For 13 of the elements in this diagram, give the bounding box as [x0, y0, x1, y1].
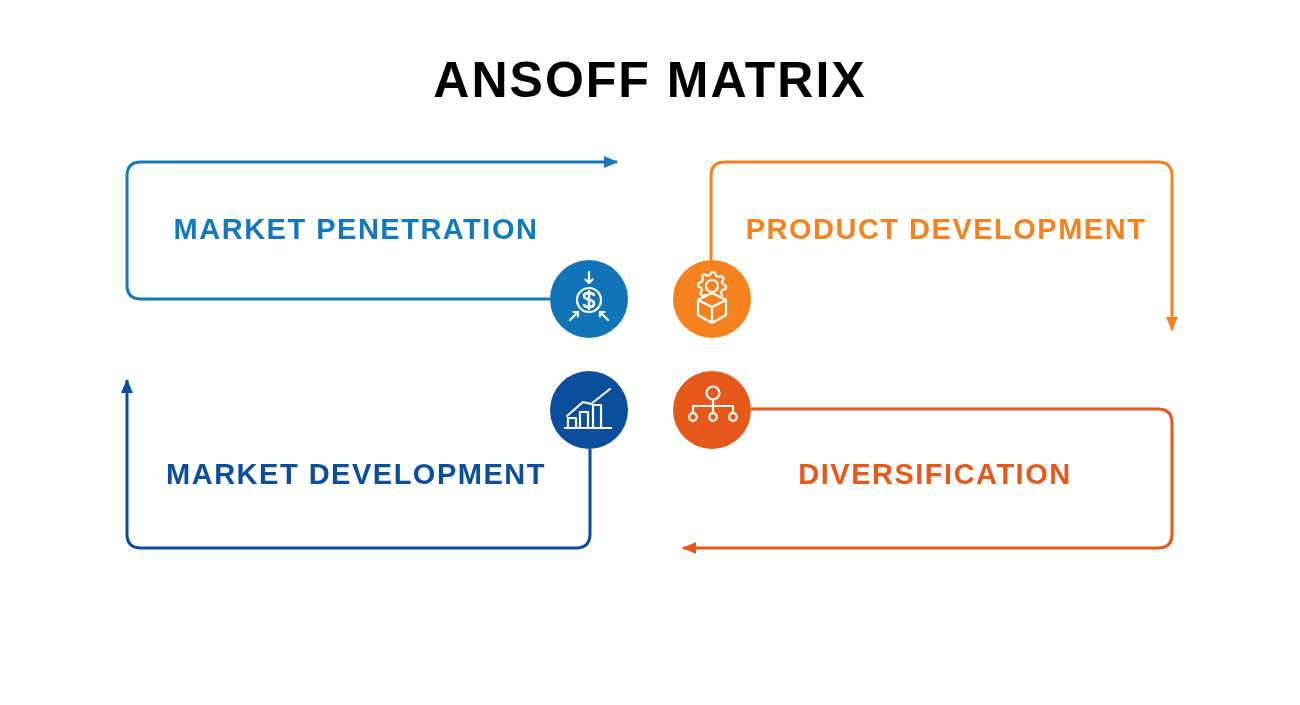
hierarchy-icon [673, 371, 751, 449]
bar-chart-icon [550, 371, 628, 449]
arrow [709, 160, 1178, 331]
diagram-title: ANSOFF MATRIX [433, 55, 867, 105]
arrow [121, 379, 592, 550]
strategy-title: PRODUCT DEVELOPMENT [745, 214, 1147, 244]
arrow [125, 156, 618, 301]
strategy-title: MARKET PENETRATION [173, 214, 539, 244]
strategy-title: MARKET DEVELOPMENT [166, 459, 546, 489]
dollar-coin-arrows-icon [550, 260, 628, 338]
arrow [682, 407, 1174, 554]
gear-cube-icon [673, 260, 751, 338]
strategy-title: DIVERSIFICATION [798, 459, 1072, 489]
